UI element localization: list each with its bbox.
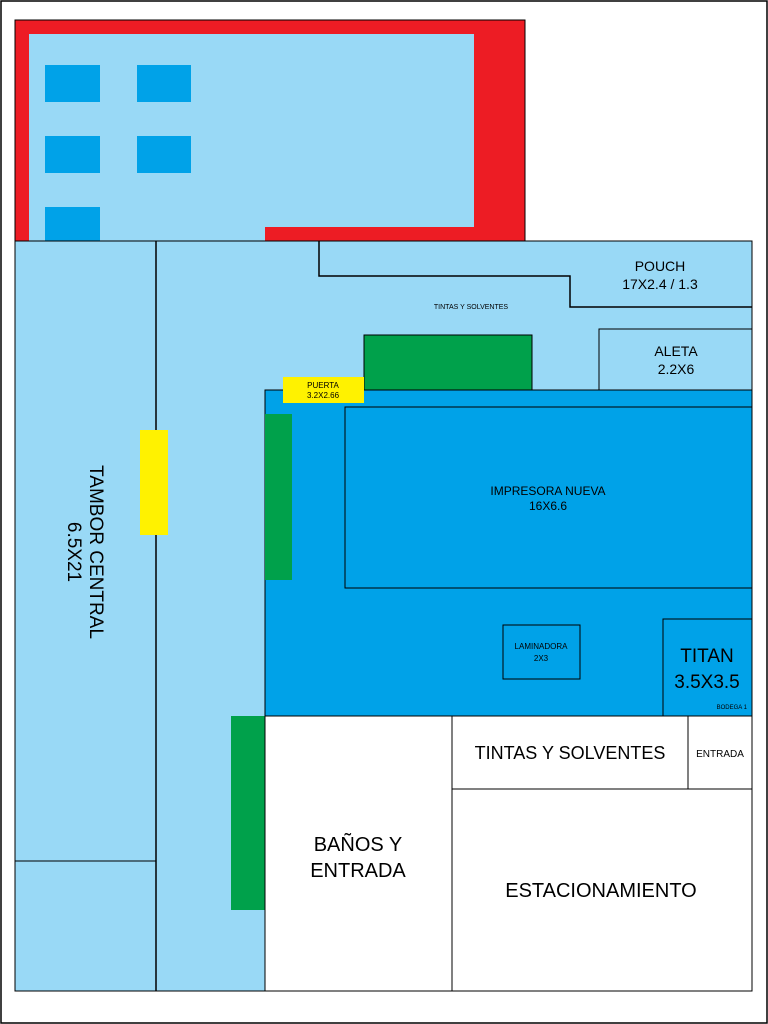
desk — [45, 207, 100, 242]
estacionamiento-room — [451, 788, 753, 992]
pouch-outline — [318, 241, 752, 308]
banos-room — [264, 715, 453, 992]
aleta-dims: 2.2X6 — [658, 361, 695, 377]
green-strip-left — [265, 414, 292, 580]
top-room-floor — [29, 34, 474, 242]
green-strip-lower — [231, 716, 265, 910]
titan-dims: 3.5X3.5 — [674, 672, 740, 693]
aleta-room — [598, 328, 753, 391]
pouch-name: POUCH — [635, 258, 686, 274]
tambor-central-dims: 6.5X21 — [63, 522, 84, 582]
titan — [662, 618, 753, 717]
top-room-red-ledge — [265, 227, 477, 242]
tintas-small-label: TINTAS Y SOLVENTES — [434, 304, 509, 311]
titan-name: TITAN — [680, 646, 733, 667]
tintas-room — [451, 715, 689, 790]
laminadora-name: LAMINADORA — [515, 642, 569, 651]
entrada-label: ENTRADA — [696, 749, 744, 760]
desk — [45, 136, 100, 173]
pouch-dims: 17X2.4 / 1.3 — [622, 276, 698, 292]
banos-line2: ENTRADA — [310, 860, 406, 882]
tambor-door — [140, 430, 168, 535]
desk — [137, 136, 191, 173]
banos-line1: BAÑOS Y — [314, 832, 403, 856]
aleta-name: ALETA — [654, 343, 698, 359]
impresora-dims: 16X6.6 — [529, 499, 567, 513]
laminadora — [502, 624, 581, 680]
puerta-door — [283, 377, 364, 403]
tambor-central-name: TAMBOR CENTRAL — [85, 465, 106, 639]
bodega-label: BODEGA 1 — [717, 705, 748, 711]
laminadora-dims: 2X3 — [534, 654, 549, 663]
entrada-room — [687, 715, 753, 790]
tintas-big-label: TINTAS Y SOLVENTES — [475, 743, 666, 763]
impresora-nueva — [344, 406, 753, 589]
estacionamiento-label: ESTACIONAMIENTO — [505, 880, 697, 902]
green-block-top — [363, 334, 533, 391]
puerta-name: PUERTA — [307, 381, 339, 390]
tambor-central-label: TAMBOR CENTRAL 6.5X21 — [63, 465, 106, 639]
desk — [137, 65, 191, 102]
puerta-dims: 3.2X2.66 — [307, 391, 340, 400]
impresora-name: IMPRESORA NUEVA — [490, 484, 605, 498]
desk — [45, 65, 100, 102]
